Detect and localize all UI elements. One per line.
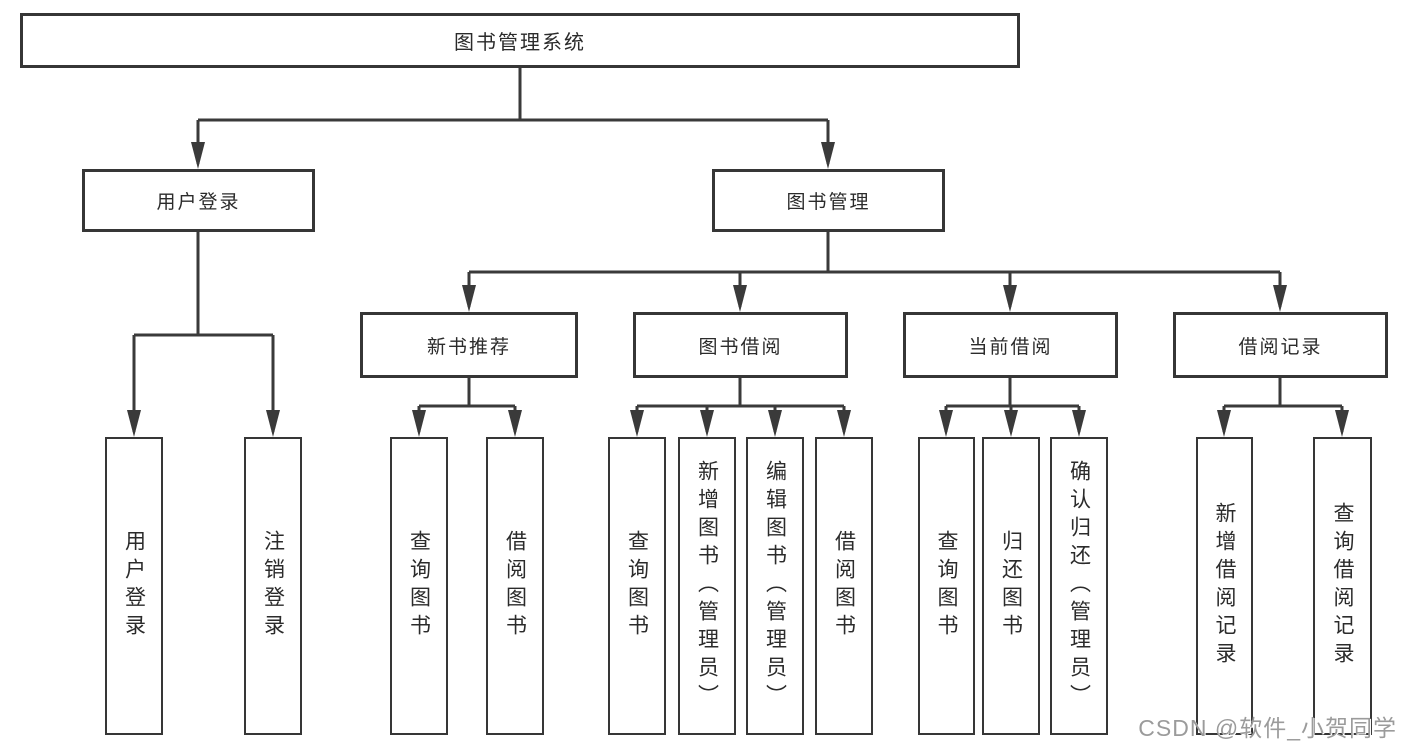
node-user-login-action: 用户登录 (105, 437, 163, 735)
node-label: 查询图书 (407, 530, 431, 642)
node-label: 图书管理系统 (454, 32, 586, 54)
node-query-books-borrow: 查询图书 (608, 437, 666, 735)
node-add-books-admin: 新增图书（管理员） (678, 437, 736, 735)
node-label: 新增借阅记录 (1213, 502, 1236, 670)
node-label: 借阅图书 (503, 530, 527, 642)
node-label: 编辑图书（管理员） (763, 460, 787, 712)
node-label: 查询图书 (625, 530, 649, 642)
arrow-down-icon (266, 410, 280, 437)
node-logout-action: 注销登录 (244, 437, 302, 735)
connector-root (196, 68, 830, 164)
node-label: 当前借阅 (968, 336, 1053, 358)
node-book-management: 图书管理 (712, 169, 945, 232)
node-label: 查询借阅记录 (1331, 502, 1354, 670)
node-label: 注销登录 (261, 530, 285, 642)
node-label: 查询图书 (935, 530, 958, 642)
node-edit-books-admin: 编辑图书（管理员） (746, 437, 804, 735)
node-library-management-system: 图书管理系统 (20, 13, 1020, 68)
arrow-down-icon (1004, 410, 1018, 437)
node-label: 图书借阅 (698, 336, 783, 358)
arrow-down-icon (1335, 410, 1349, 437)
arrow-down-icon (768, 410, 782, 437)
connector-book-borrowing (635, 378, 846, 432)
node-borrowing-records: 借阅记录 (1173, 312, 1388, 378)
arrow-down-icon (1217, 410, 1231, 437)
node-query-books-current: 查询图书 (918, 437, 975, 735)
node-return-books: 归还图书 (982, 437, 1040, 735)
node-book-borrowing: 图书借阅 (633, 312, 848, 378)
connector-book-management (467, 232, 1282, 307)
node-current-borrowing: 当前借阅 (903, 312, 1118, 378)
arrow-down-icon (700, 410, 714, 437)
node-label: 用户登录 (156, 192, 241, 213)
arrow-down-icon (1072, 410, 1086, 437)
arrow-down-icon (837, 410, 851, 437)
connector-new-book-recommendation (417, 378, 517, 432)
node-borrow-books-recommend: 借阅图书 (486, 437, 544, 735)
node-label: 新增图书（管理员） (695, 460, 719, 712)
arrow-down-icon (821, 142, 835, 169)
node-label: 借阅图书 (832, 530, 856, 642)
arrow-down-icon (630, 410, 644, 437)
node-new-book-recommendation: 新书推荐 (360, 312, 578, 378)
node-borrow-books: 借阅图书 (815, 437, 873, 735)
arrow-down-icon (127, 410, 141, 437)
arrow-down-icon (733, 285, 747, 312)
node-label: 确认归还（管理员） (1067, 460, 1091, 712)
node-label: 用户登录 (122, 530, 146, 642)
arrow-down-icon (462, 285, 476, 312)
arrow-down-icon (939, 410, 953, 437)
node-label: 新书推荐 (426, 336, 511, 358)
arrow-down-icon (1003, 285, 1017, 312)
connector-user-login (132, 232, 275, 432)
node-query-borrow-record: 查询借阅记录 (1313, 437, 1372, 735)
watermark: CSDN @软件_小贺同学 (1138, 715, 1397, 741)
node-user-login: 用户登录 (82, 169, 315, 232)
arrow-down-icon (508, 410, 522, 437)
connector-borrowing-records (1222, 378, 1344, 432)
arrow-down-icon (412, 410, 426, 437)
node-query-books-recommend: 查询图书 (390, 437, 448, 735)
node-label: 图书管理 (786, 192, 871, 213)
node-label: 归还图书 (999, 530, 1023, 642)
node-label: 借阅记录 (1238, 336, 1323, 358)
arrow-down-icon (191, 142, 205, 169)
node-confirm-return-admin: 确认归还（管理员） (1050, 437, 1108, 735)
node-add-borrow-record: 新增借阅记录 (1196, 437, 1253, 735)
arrow-down-icon (1273, 285, 1287, 312)
